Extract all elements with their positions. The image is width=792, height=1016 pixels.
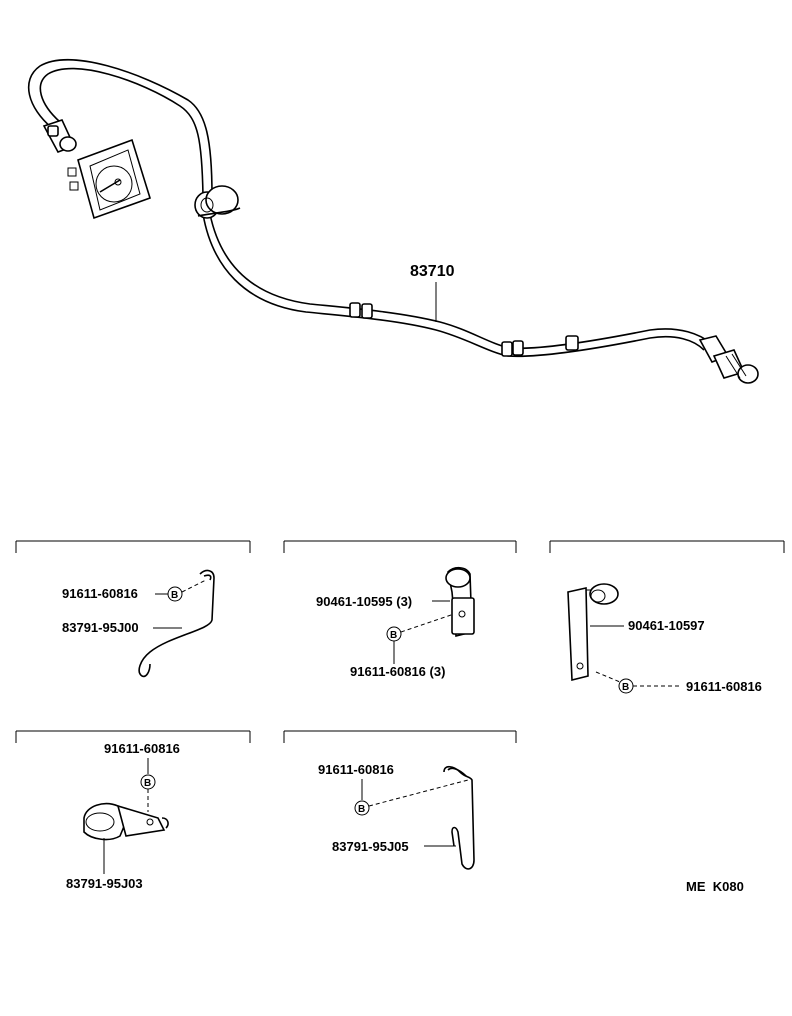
box3-clamp-label: 90461-10597 <box>628 618 705 633</box>
main-cable-label: 83710 <box>410 263 455 280</box>
box3-frame <box>549 540 785 553</box>
box5-frame <box>283 730 517 743</box>
box5-wire-clip <box>443 765 475 870</box>
box2-cable-clamp <box>445 566 475 638</box>
meter-end-connector <box>42 119 77 153</box>
box2-bolt-symbol: B <box>386 626 402 642</box>
box2-clamp-label: 90461-10595 (3) <box>316 594 412 609</box>
svg-text:B: B <box>622 682 629 693</box>
grommet <box>194 185 241 219</box>
transmission-end-fitting <box>698 335 759 384</box>
svg-text:B: B <box>358 804 365 815</box>
box4-bolt-symbol: B <box>140 774 156 790</box>
box4-frame <box>15 730 251 743</box>
figure-code: ME K080 <box>686 879 744 894</box>
meter-housing <box>67 138 151 220</box>
box1-wire-clip <box>138 569 215 678</box>
box5-bolt-label: 91611-60816 <box>318 762 394 777</box>
box4-wire-clip <box>83 802 169 841</box>
cable-sleeve-1 <box>349 302 373 319</box>
cable-sleeve-2 <box>501 340 524 357</box>
box3-bolt-dash <box>595 671 621 683</box>
box1-bolt-symbol: B <box>167 586 183 602</box>
svg-text:B: B <box>390 630 397 641</box>
box4-clip-label: 83791-95J03 <box>66 876 143 891</box>
svg-text:B: B <box>171 590 178 601</box>
box1-bolt-dash <box>181 579 207 593</box>
box2-bolt-label: 91611-60816 (3) <box>350 664 445 679</box>
speedometer-cable <box>27 58 713 358</box>
box2-bolt-dash <box>400 613 455 633</box>
box3-bracket-clamp <box>567 583 619 682</box>
box3-bolt-symbol: B <box>618 678 634 694</box>
box5-clip-label: 83791-95J05 <box>332 839 409 854</box>
cable-sleeve-3 <box>565 335 579 351</box>
box1-frame <box>15 540 251 553</box>
box3-bolt-label: 91611-60816 <box>686 679 762 694</box>
box5-bolt-symbol: B <box>354 800 370 816</box>
box4-bolt-label: 91611-60816 <box>104 741 180 756</box>
box5-bolt-dash <box>368 779 469 807</box>
box2-frame <box>283 540 517 553</box>
box1-clip-label: 83791-95J00 <box>62 620 139 635</box>
box1-bolt-label: 91611-60816 <box>62 586 138 601</box>
svg-text:B: B <box>144 778 151 789</box>
